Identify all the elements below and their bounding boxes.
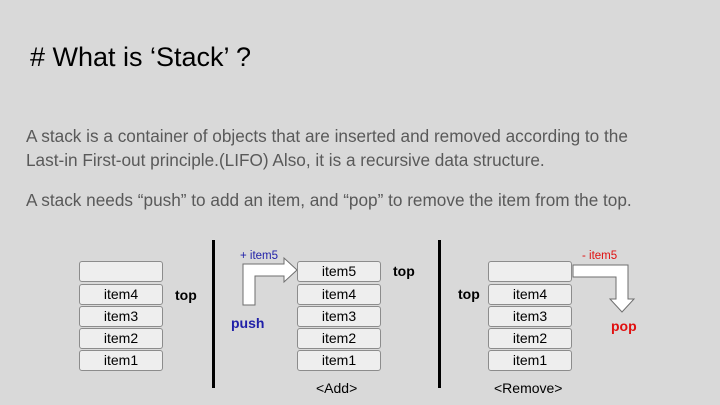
section-divider bbox=[438, 240, 441, 388]
stack-item: item1 bbox=[297, 350, 381, 371]
slide-title: # What is ‘Stack’ ? bbox=[30, 42, 252, 72]
remove-annotation: - item5 bbox=[582, 250, 618, 262]
stack-item: item2 bbox=[297, 328, 381, 349]
stack-item: item4 bbox=[79, 284, 163, 305]
stack-slot-empty bbox=[79, 261, 163, 282]
stack-item: item3 bbox=[488, 306, 572, 327]
stack-item: item2 bbox=[79, 328, 163, 349]
top-label: top bbox=[393, 263, 415, 279]
stack-item: item3 bbox=[297, 306, 381, 327]
stack-item: item2 bbox=[488, 328, 572, 349]
stack-item: item3 bbox=[79, 306, 163, 327]
description-paragraph: A stack is a container of objects that a… bbox=[26, 124, 706, 172]
push-label: push bbox=[231, 315, 265, 331]
add-annotation: + item5 bbox=[240, 250, 279, 262]
add-caption: <Add> bbox=[316, 380, 358, 396]
stack-slot-empty bbox=[488, 261, 572, 282]
stack-item: item1 bbox=[488, 350, 572, 371]
description-line-2: Last-in First-out principle.(LIFO) Also,… bbox=[26, 150, 545, 170]
description-line-1: A stack is a container of objects that a… bbox=[26, 126, 628, 146]
section-divider bbox=[212, 240, 215, 388]
stack-item-new: item5 bbox=[297, 261, 381, 282]
stack-item: item1 bbox=[79, 350, 163, 371]
top-label: top bbox=[175, 287, 197, 303]
top-label: top bbox=[458, 286, 480, 302]
stack-item: item4 bbox=[488, 284, 572, 305]
remove-caption: <Remove> bbox=[494, 380, 563, 396]
push-pop-paragraph: A stack needs “push” to add an item, and… bbox=[26, 190, 632, 210]
pop-label: pop bbox=[611, 318, 637, 334]
stack-item: item4 bbox=[297, 284, 381, 305]
